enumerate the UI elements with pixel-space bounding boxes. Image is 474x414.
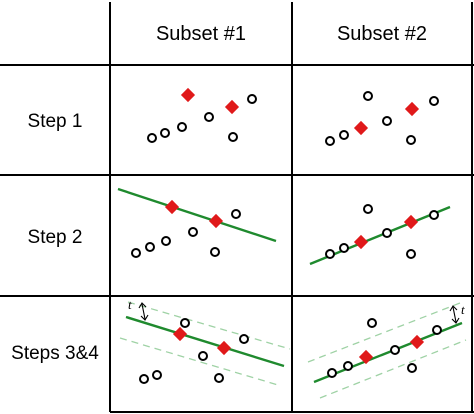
data-point <box>325 249 335 259</box>
data-point <box>160 128 170 138</box>
data-point <box>406 135 416 145</box>
fit-line <box>125 315 285 368</box>
threshold-arrow-head <box>449 305 458 312</box>
data-point <box>161 236 171 246</box>
cell-steps34-subset1: t <box>119 297 291 386</box>
selected-point <box>216 340 232 356</box>
data-point <box>363 204 373 214</box>
selected-point <box>180 87 196 103</box>
data-point <box>367 318 377 328</box>
data-point <box>327 368 337 378</box>
header-subset-1: Subset #1 <box>156 23 246 45</box>
row-label-step-2: Step 2 <box>28 227 83 248</box>
selected-point <box>224 99 240 115</box>
selected-point <box>409 334 425 350</box>
data-point <box>339 130 349 140</box>
selected-point <box>353 234 369 250</box>
data-point <box>390 345 400 355</box>
data-point <box>131 248 141 258</box>
data-point <box>214 373 224 383</box>
threshold-arrow-head <box>451 317 460 324</box>
cell-step1-subset2 <box>325 91 439 146</box>
data-point <box>343 361 353 371</box>
data-point <box>210 247 220 257</box>
cell-step2-subset2 <box>309 204 451 266</box>
data-point <box>382 228 392 238</box>
data-point <box>325 136 335 146</box>
threshold-label: t <box>128 297 132 312</box>
threshold-band-lower <box>319 339 467 399</box>
row-label-steps-3-4: Steps 3&4 <box>11 343 99 364</box>
data-point <box>180 318 190 328</box>
data-point <box>139 374 149 384</box>
cell-step2-subset1 <box>117 187 277 258</box>
data-point <box>204 112 214 122</box>
selected-point <box>353 120 369 136</box>
data-point <box>363 91 373 101</box>
selected-point <box>164 199 180 215</box>
data-point <box>429 96 439 106</box>
selected-point <box>403 214 419 230</box>
data-point <box>145 242 155 252</box>
threshold-band-lower <box>119 337 279 386</box>
data-point <box>247 94 257 104</box>
data-point <box>228 132 238 142</box>
fit-line <box>117 187 277 243</box>
data-point <box>429 210 439 220</box>
selected-point <box>358 349 374 365</box>
selected-point <box>208 213 224 229</box>
data-point <box>177 122 187 132</box>
threshold-arrow-head <box>140 314 149 321</box>
threshold-arrow-head <box>138 302 147 309</box>
data-point <box>406 249 416 259</box>
cell-steps34-subset2: t <box>307 302 467 399</box>
selected-point <box>172 326 188 342</box>
data-point <box>231 209 241 219</box>
header-subset-2: Subset #2 <box>337 23 427 45</box>
data-point <box>239 334 249 344</box>
row-label-step-1: Step 1 <box>28 111 83 132</box>
data-point <box>188 227 198 237</box>
threshold-arrow <box>141 303 146 320</box>
threshold-band-upper <box>307 302 461 363</box>
threshold-arrow <box>452 306 457 323</box>
threshold-band-upper <box>127 301 291 350</box>
data-point <box>147 133 157 143</box>
data-point <box>382 116 392 126</box>
data-point <box>339 243 349 253</box>
selected-point <box>404 101 420 117</box>
data-point <box>198 351 208 361</box>
cell-step1-subset1 <box>147 87 257 143</box>
data-point <box>432 325 442 335</box>
threshold-label: t <box>461 302 465 317</box>
data-point <box>407 363 417 373</box>
data-point <box>152 370 162 380</box>
